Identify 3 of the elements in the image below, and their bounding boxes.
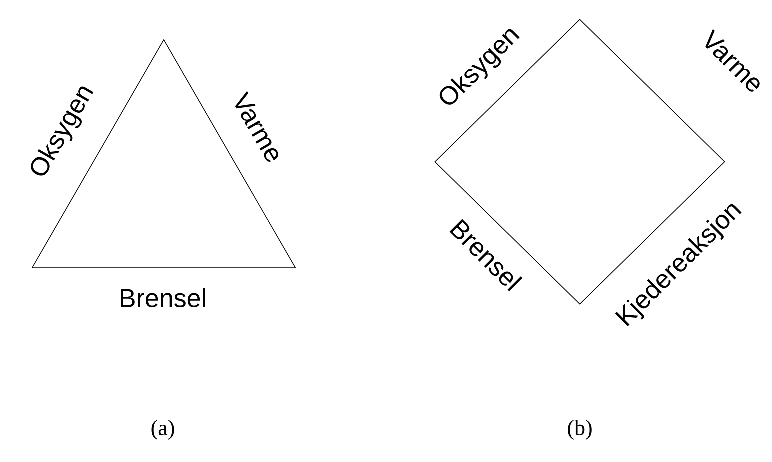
figure-caption: (a) — [152, 420, 174, 440]
side-label: Brensel — [121, 288, 206, 308]
figure-caption: (b) — [568, 420, 592, 440]
